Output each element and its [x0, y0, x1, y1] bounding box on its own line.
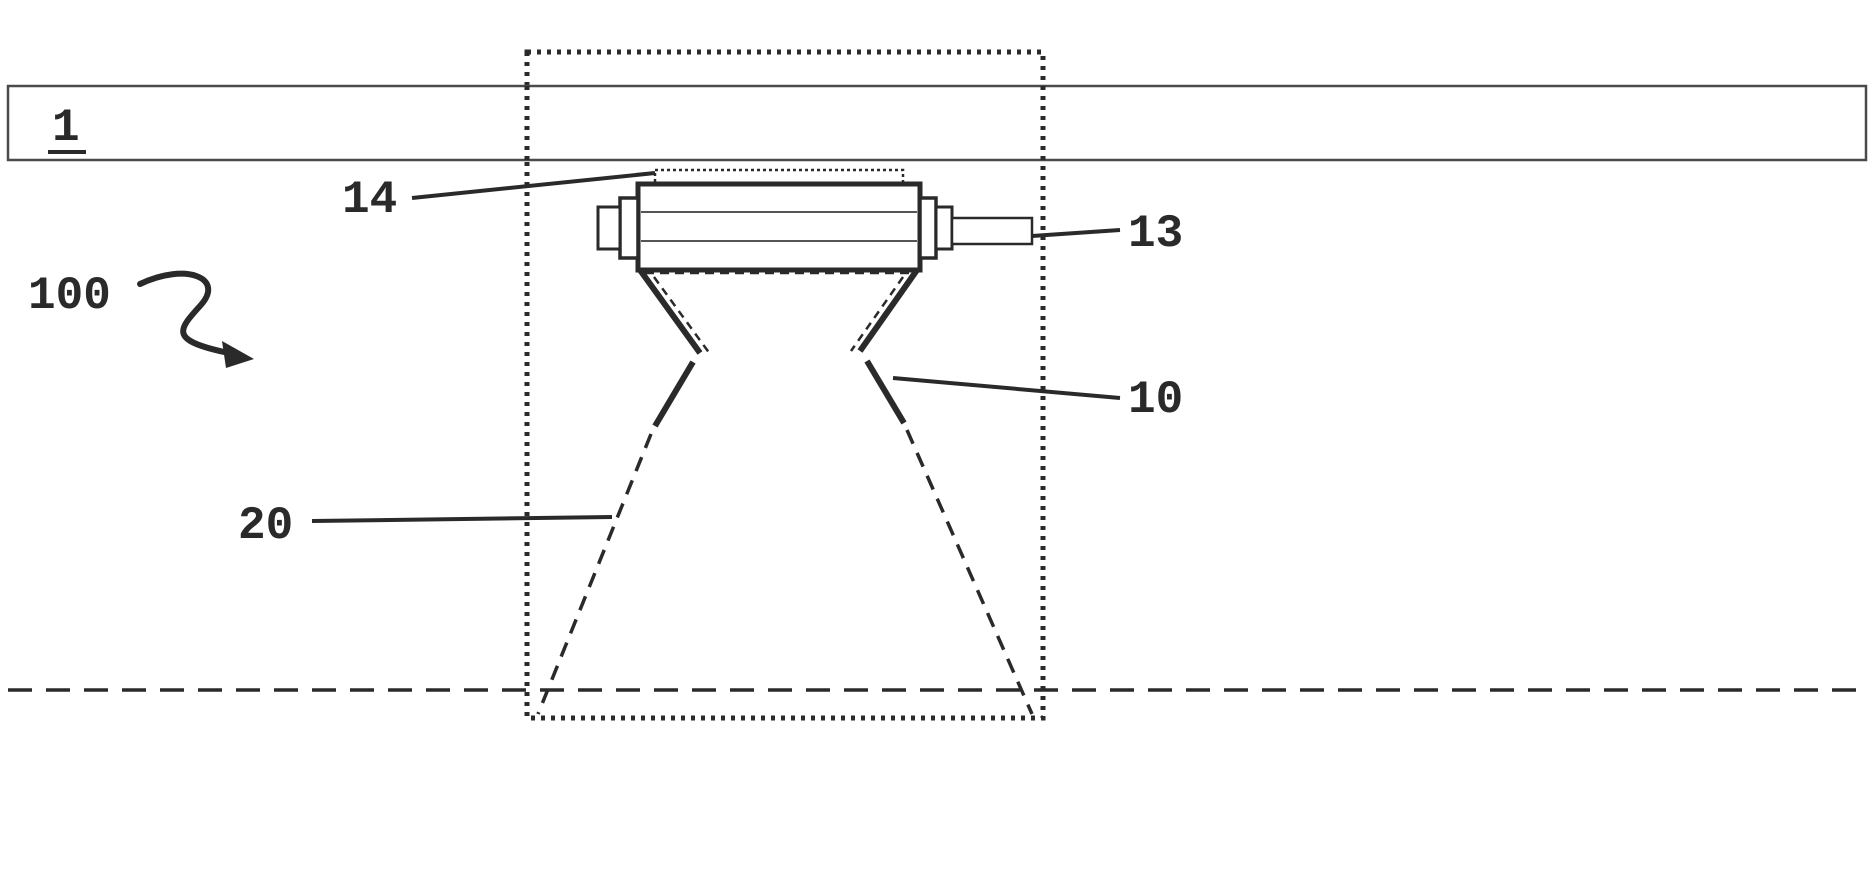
nozzle-right-inner-dashed [849, 276, 905, 352]
right-collar [934, 205, 954, 251]
label-assembly: 100 [28, 270, 111, 322]
top-plate [6, 84, 1868, 162]
nozzle-group [536, 268, 1034, 715]
nozzle-left-throat-segment [652, 360, 696, 428]
left-shaft-end [596, 205, 622, 251]
dotted-boundary-box [524, 49, 1046, 721]
left-bearing [618, 196, 640, 260]
nozzle-left-converging-wall [637, 268, 703, 355]
label-plate: 1 [52, 102, 80, 154]
label-nozzle-upper: 10 [1128, 374, 1183, 426]
nozzle-right-converging-wall [857, 268, 920, 353]
label-nozzle-lower: 20 [238, 500, 293, 552]
label-shaft: 13 [1128, 208, 1183, 260]
ref-14-group: 14 [342, 171, 656, 226]
squiggle-arrowhead-100 [222, 341, 254, 368]
right-bearing [918, 196, 938, 260]
nozzle-left-bell-dashed-wall [536, 433, 653, 715]
nozzle-left-inner-dashed [652, 276, 712, 355]
leader-line-20 [311, 515, 613, 523]
ref-13-group: 13 [1031, 208, 1183, 260]
label-cap: 14 [342, 174, 397, 226]
ref-100-group: 100 [28, 270, 254, 368]
ref-20-group: 20 [238, 500, 613, 552]
roller-assembly-group [596, 168, 1034, 275]
leader-line-13 [1031, 228, 1121, 238]
leader-line-10 [892, 376, 1121, 400]
right-shaft [950, 216, 1034, 246]
squiggle-arrow-100 [137, 270, 227, 355]
leader-line-14 [411, 171, 656, 200]
ref-10-group: 10 [892, 374, 1183, 426]
nozzle-right-bell-dashed-wall [905, 429, 1034, 715]
roller-body [635, 181, 923, 273]
top-plate-group: 1 [6, 84, 1868, 162]
nozzle-right-throat-segment [864, 359, 907, 425]
